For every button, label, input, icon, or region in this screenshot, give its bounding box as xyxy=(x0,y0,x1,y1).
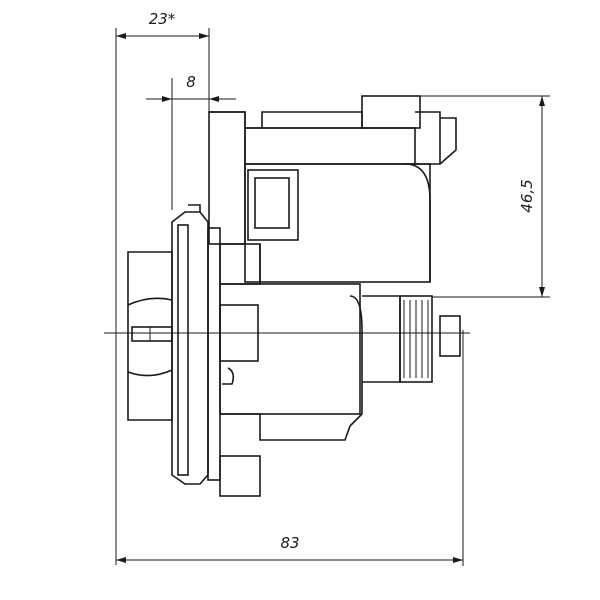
dimension-flange-thickness: 8 xyxy=(146,73,236,210)
overall-length-label: 83 xyxy=(280,534,299,552)
flange-thickness-label: 8 xyxy=(186,73,196,91)
height-label: 46,5 xyxy=(518,179,536,212)
pump-flange xyxy=(171,204,221,485)
pump-housing xyxy=(127,251,173,421)
motor-body xyxy=(208,95,457,497)
dimension-flange-offset: 23* xyxy=(115,10,210,565)
dimension-height: 46,5 xyxy=(420,95,550,298)
flange-offset-label: 23* xyxy=(149,10,176,28)
dimension-overall-length: 83 xyxy=(116,330,464,566)
rear-bearing xyxy=(362,295,461,383)
